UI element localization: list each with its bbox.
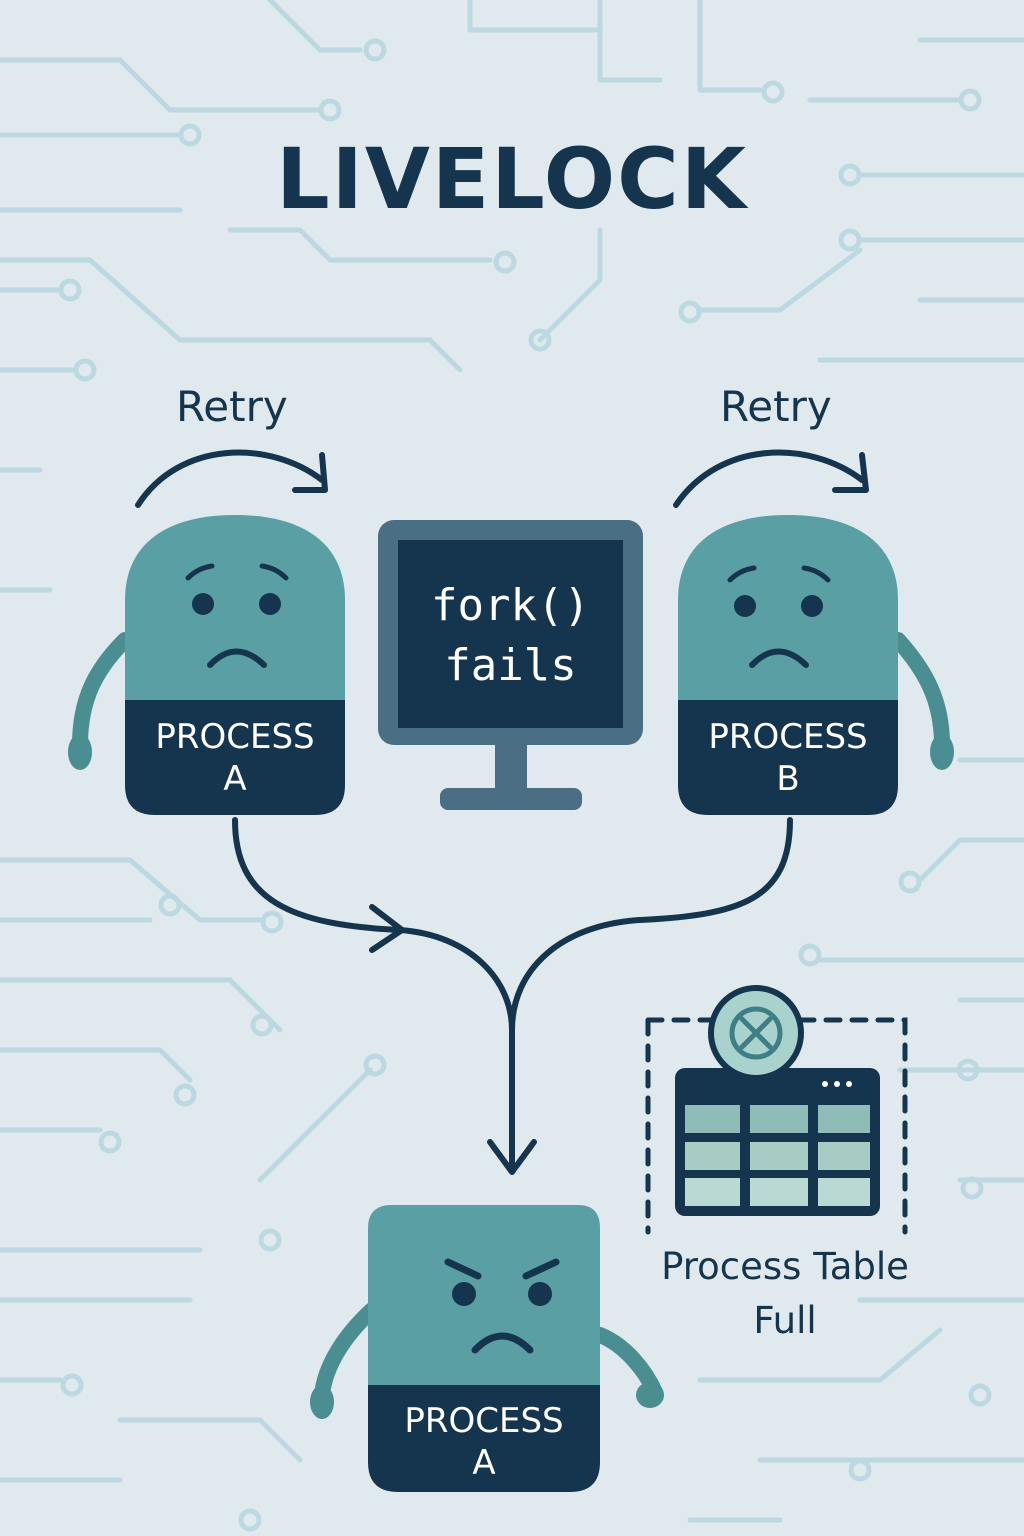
monitor-text-line1: fork()	[431, 580, 590, 631]
monitor-icon	[378, 520, 643, 810]
retry-arrow-icon	[673, 449, 869, 508]
process-a-bottom-character	[310, 1205, 664, 1492]
table-caption-line1: Process Table	[661, 1245, 909, 1288]
process-b-top-label-line1: PROCESS	[708, 717, 868, 757]
process-b-top-label-line2: B	[776, 759, 800, 799]
table-icon	[675, 1068, 880, 1216]
process-b-top-character	[678, 515, 954, 815]
retry-label-left: Retry	[176, 382, 288, 431]
process-a-top-label-line2: A	[223, 759, 247, 799]
process-a-bottom-label-line2: A	[472, 1443, 496, 1483]
process-a-top-character	[68, 515, 345, 815]
process-a-bottom-label-line1: PROCESS	[404, 1401, 564, 1441]
merge-arrows	[232, 817, 793, 1175]
table-caption-line2: Full	[753, 1299, 817, 1342]
retry-arrow-icon	[135, 449, 328, 508]
process-a-top-label-line1: PROCESS	[155, 717, 315, 757]
monitor-text-line2: fails	[444, 640, 577, 691]
process-table-full	[645, 985, 908, 1235]
page-title: LIVELOCK	[276, 130, 748, 228]
retry-label-right: Retry	[720, 382, 832, 431]
close-icon	[708, 985, 804, 1081]
